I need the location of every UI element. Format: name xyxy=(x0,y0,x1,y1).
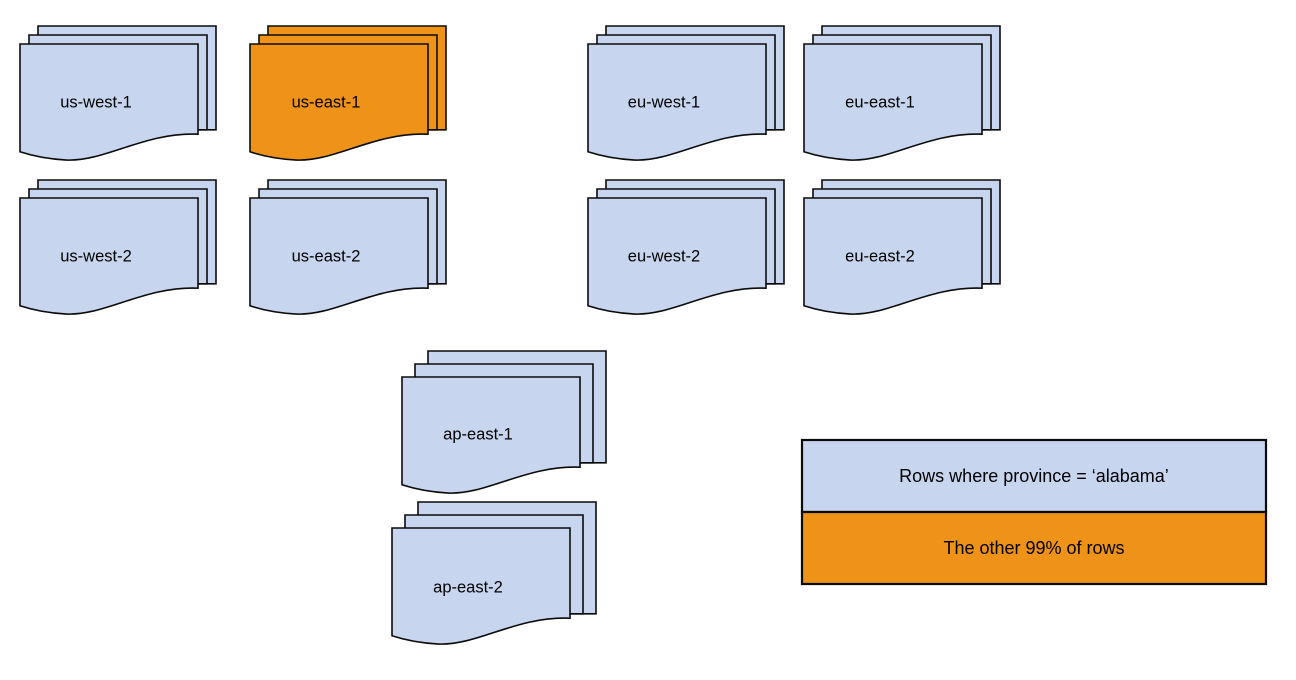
stack-sheet-front xyxy=(803,43,983,161)
document-stack-eu-west-1[interactable]: eu-west-1 xyxy=(587,25,785,161)
document-stack-eu-west-2[interactable]: eu-west-2 xyxy=(587,179,785,315)
legend-label-legend-other-rows: The other 99% of rows xyxy=(943,538,1124,558)
stack-sheet-front xyxy=(19,197,199,315)
document-stack-us-east-2[interactable]: us-east-2 xyxy=(249,179,447,315)
legend-swatch-legend-other-rows xyxy=(800,510,1268,586)
stack-sheet-front xyxy=(249,197,429,315)
stack-sheet-front xyxy=(19,43,199,161)
stack-sheet-front xyxy=(401,376,581,494)
stack-sheet-front xyxy=(587,43,767,161)
stack-label-ap-east-1: ap-east-1 xyxy=(443,425,513,443)
stack-sheet-front xyxy=(803,197,983,315)
stack-label-ap-east-2: ap-east-2 xyxy=(433,578,503,596)
document-stack-us-west-2[interactable]: us-west-2 xyxy=(19,179,217,315)
document-stack-eu-east-2[interactable]: eu-east-2 xyxy=(803,179,1001,315)
document-stack-ap-east-2[interactable]: ap-east-2 xyxy=(391,501,597,645)
stack-sheet-front xyxy=(249,43,429,161)
legend-label-legend-rows-alabama: Rows where province = ‘alabama’ xyxy=(899,466,1169,486)
stack-label-eu-east-1: eu-east-1 xyxy=(845,93,915,111)
document-stack-eu-east-1[interactable]: eu-east-1 xyxy=(803,25,1001,161)
document-stack-ap-east-1[interactable]: ap-east-1 xyxy=(401,350,607,494)
document-stack-us-east-1[interactable]: us-east-1 xyxy=(249,25,447,161)
stack-label-us-west-1: us-west-1 xyxy=(60,93,132,111)
stack-label-us-east-2: us-east-2 xyxy=(292,247,361,265)
stack-label-eu-west-1: eu-west-1 xyxy=(628,93,700,111)
stack-sheet-front xyxy=(391,527,571,645)
stack-sheet-front xyxy=(587,197,767,315)
stack-label-eu-east-2: eu-east-2 xyxy=(845,247,915,265)
stack-label-us-east-1: us-east-1 xyxy=(292,93,361,111)
document-stack-us-west-1[interactable]: us-west-1 xyxy=(19,25,217,161)
stack-label-eu-west-2: eu-west-2 xyxy=(628,247,700,265)
stack-label-us-west-2: us-west-2 xyxy=(60,247,132,265)
legend: Rows where province = ‘alabama’ The other… xyxy=(800,438,1268,586)
